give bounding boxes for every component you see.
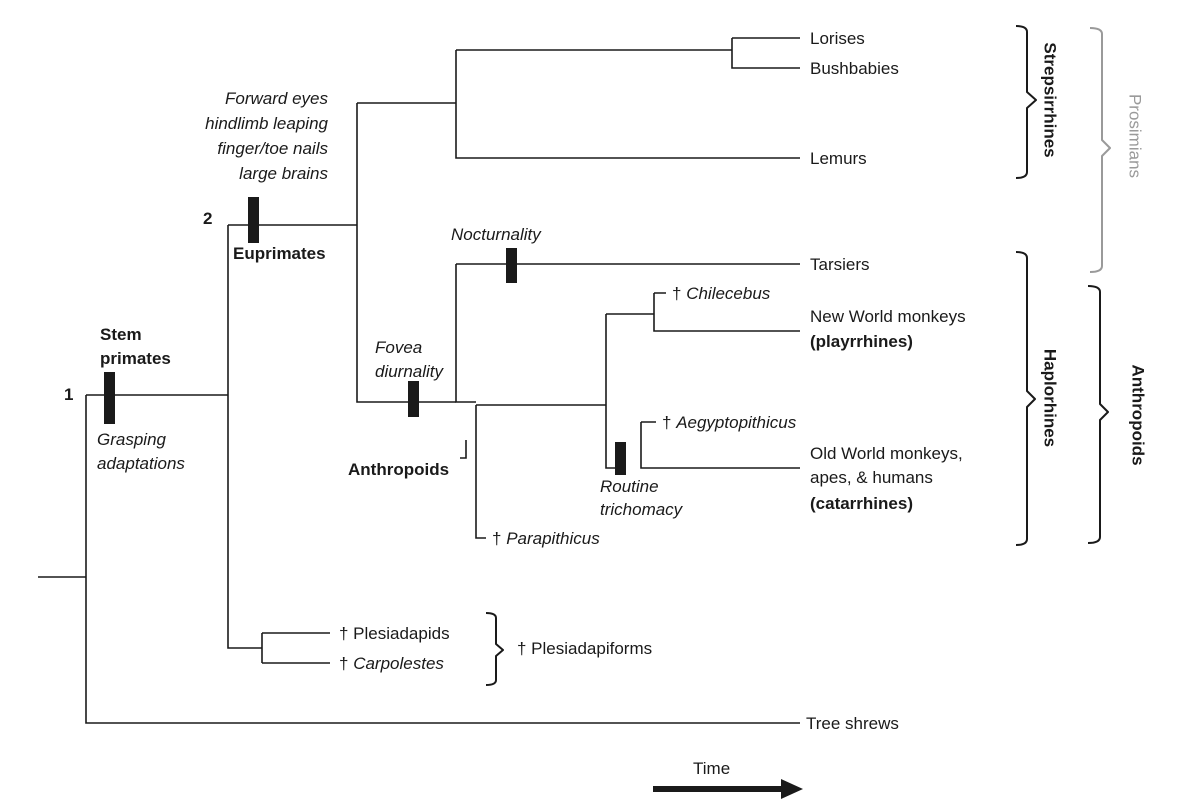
euprimate-trait: finger/toe nails xyxy=(217,139,328,158)
euprimate-trait: large brains xyxy=(239,164,328,183)
strepsirrhine-branches xyxy=(455,37,800,159)
trichomacy-label-line2: trichomacy xyxy=(600,500,684,519)
trichomacy-label-line1: Routine xyxy=(600,477,659,496)
trait-bars xyxy=(104,197,626,475)
time-axis-label: Time xyxy=(693,759,730,778)
group-haplorhines: Haplorhines xyxy=(1041,349,1060,447)
anthropoid-node-branches xyxy=(475,404,606,539)
taxon-new-world-monkeys: New World monkeys xyxy=(810,307,966,326)
parapithicus-name: Parapithicus xyxy=(506,529,600,548)
taxon-tarsiers: Tarsiers xyxy=(810,255,870,274)
plesiadapiforms-bracket xyxy=(485,612,504,686)
taxon-tree-shrews: Tree shrews xyxy=(806,714,899,733)
taxon-apes-humans: apes, & humans xyxy=(810,468,933,487)
euprimate-node-branches xyxy=(356,102,456,403)
dagger-symbol: † xyxy=(492,529,506,548)
node-1-number: 1 xyxy=(64,385,73,404)
euprimates-label: Euprimates xyxy=(233,244,326,263)
node-2-branches xyxy=(227,224,357,649)
node-1-branches xyxy=(85,394,800,724)
stem-primates-label-line2: primates xyxy=(100,349,171,368)
carpolestes-name: Carpolestes xyxy=(353,654,444,673)
taxon-parapithicus: † Parapithicus xyxy=(492,529,600,548)
euprimates-trait-bar xyxy=(248,197,259,243)
crown-anthropoid-branches xyxy=(605,313,654,469)
taxon-lemurs: Lemurs xyxy=(810,149,867,168)
dagger-symbol: † xyxy=(662,413,676,432)
dagger-symbol: † xyxy=(339,654,353,673)
time-arrow-icon xyxy=(653,779,803,799)
group-strepsirrhines: Strepsirrhines xyxy=(1041,42,1060,157)
fovea-label-line1: Fovea xyxy=(375,338,422,357)
fovea-trait-bar xyxy=(408,381,419,417)
anthropoids-node-label: Anthropoids xyxy=(348,460,449,479)
taxon-catarrhines: (catarrhines) xyxy=(810,494,913,513)
group-prosimians: Prosimians xyxy=(1126,94,1145,178)
taxon-old-world-monkeys: Old World monkeys, xyxy=(810,444,963,463)
node-2-number: 2 xyxy=(203,209,212,228)
aegyptopithicus-name: Aegyptopithicus xyxy=(675,413,797,432)
dagger-symbol: † xyxy=(672,284,686,303)
anthropoids-node-pointer xyxy=(460,440,467,459)
grasping-label-line1: Grasping xyxy=(97,430,167,449)
taxon-chilecebus: † Chilecebus xyxy=(672,284,771,303)
catarrhine-branches xyxy=(640,421,800,469)
anthropoids-bracket xyxy=(1087,285,1109,544)
grasping-label-line2: adaptations xyxy=(97,454,185,473)
strepsirrhines-bracket xyxy=(1015,25,1037,179)
prosimians-bracket xyxy=(1089,27,1111,273)
euprimate-trait: hindlimb leaping xyxy=(205,114,328,133)
group-anthropoids: Anthropoids xyxy=(1129,364,1148,465)
fovea-label-line2: diurnality xyxy=(375,362,445,381)
trichomacy-trait-bar xyxy=(615,442,626,475)
nocturnality-trait-bar xyxy=(506,248,517,283)
chilecebus-name: Chilecebus xyxy=(686,284,771,303)
taxon-platyrrhines: (playrrhines) xyxy=(810,332,913,351)
taxon-plesiadapids: † Plesiadapids xyxy=(339,624,450,643)
taxon-lorises: Lorises xyxy=(810,29,865,48)
taxon-carpolestes: † Carpolestes xyxy=(339,654,444,673)
stem-primates-trait-bar xyxy=(104,372,115,424)
haplorhines-bracket xyxy=(1015,251,1036,546)
stem-primates-label-line1: Stem xyxy=(100,325,142,344)
taxon-aegyptopithicus: † Aegyptopithicus xyxy=(662,413,797,432)
nocturnality-label: Nocturnality xyxy=(451,225,542,244)
euprimate-traits: Forward eyes hindlimb leaping finger/toe… xyxy=(205,89,328,183)
platyrrhine-branches xyxy=(653,292,800,332)
euprimate-trait: Forward eyes xyxy=(225,89,328,108)
taxon-bushbabies: Bushbabies xyxy=(810,59,899,78)
group-plesiadapiforms: † Plesiadapiforms xyxy=(517,639,652,658)
plesiadapiform-branches xyxy=(261,632,330,664)
